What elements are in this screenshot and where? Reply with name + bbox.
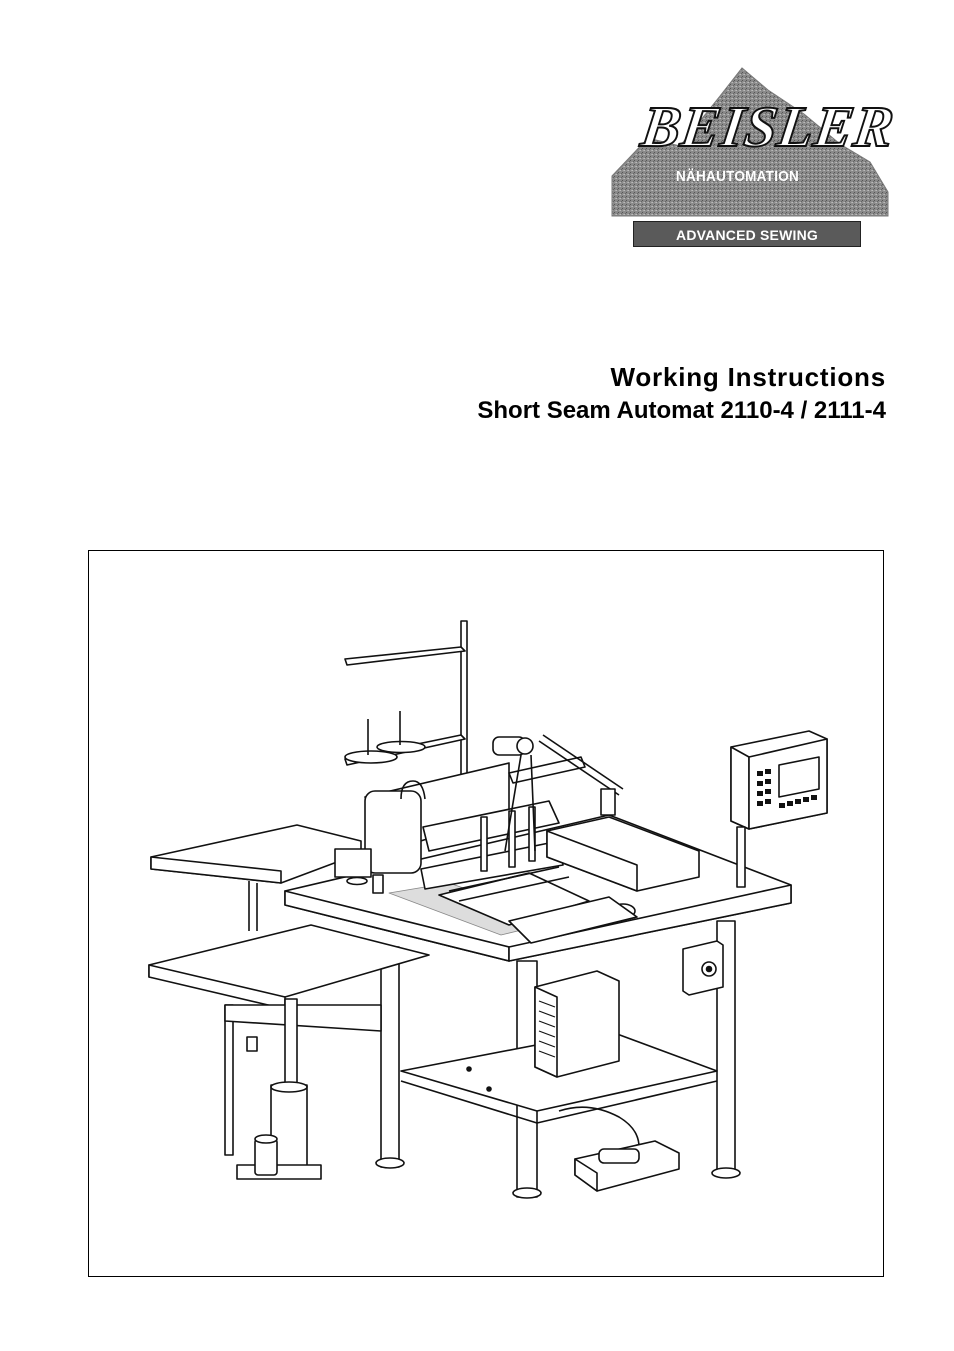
logo-subtitle: NÄHAUTOMATION: [676, 168, 800, 185]
logo-brand: BEISLER: [637, 93, 900, 160]
document-title: Working Instructions Short Seam Automat …: [477, 360, 886, 428]
side-table-upper: [150, 824, 362, 931]
title-line-2: Short Seam Automat 2110-4 / 2111-4: [477, 397, 886, 424]
machine-illustration-frame: [88, 550, 884, 1277]
logo-mountain-graphic: [611, 67, 889, 217]
foot-pedal: [558, 1106, 680, 1192]
control-panel: [730, 730, 828, 888]
sewing-head: [334, 762, 590, 926]
side-table-lower: [148, 924, 430, 1180]
switch-box: [682, 940, 724, 996]
machine-arm: [492, 734, 624, 852]
feed-guide: [508, 816, 700, 944]
thread-stand: [344, 620, 468, 802]
control-cabinet: [534, 970, 620, 1078]
title-line-1: Working Instructions: [610, 362, 886, 392]
logo-tagline: ADVANCED SEWING EQUIPMENT: [633, 221, 861, 269]
sewing-machine-illustration: [148, 620, 828, 1199]
company-logo: BEISLER NÄHAUTOMATION ADVANCED SEWING EQ…: [608, 66, 900, 269]
